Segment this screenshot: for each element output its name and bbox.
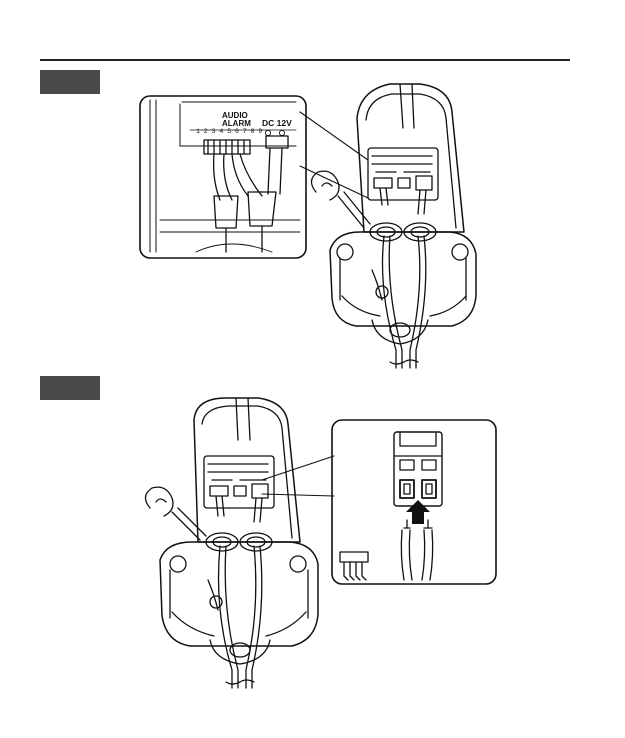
camera-housing-step-1	[311, 84, 476, 368]
terminal-plus-icon	[265, 130, 270, 135]
alarm-label: ALARM	[222, 119, 251, 128]
pin-numbers: 1 2 3 4 5 6 7 8 9	[196, 128, 262, 135]
dc-12v-label: DC 12V	[262, 118, 292, 128]
callout-step-2	[262, 420, 496, 584]
terminal-minus-icon	[279, 130, 284, 135]
camera-housing-step-2	[145, 398, 318, 688]
callout-step-1	[140, 96, 368, 258]
insert-arrow	[406, 500, 430, 524]
